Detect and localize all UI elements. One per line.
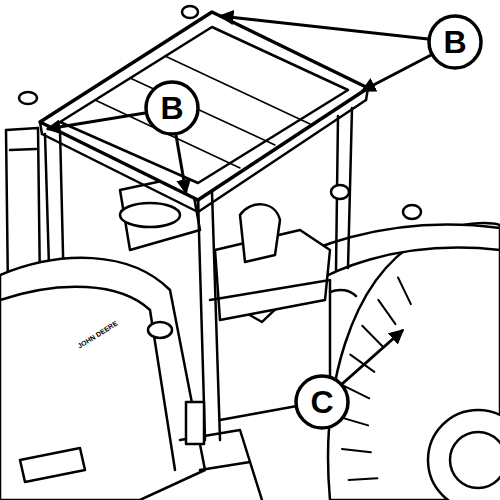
callout-circle bbox=[296, 376, 348, 428]
leader-line bbox=[176, 135, 186, 193]
tire-lug bbox=[349, 478, 378, 480]
leader-line bbox=[362, 55, 431, 91]
tire-lug bbox=[378, 300, 395, 324]
leader-line bbox=[342, 330, 403, 384]
hood bbox=[0, 258, 205, 500]
leader-line bbox=[220, 16, 428, 39]
fill-cap bbox=[148, 322, 172, 338]
step-post bbox=[186, 402, 204, 444]
roof-panel bbox=[95, 56, 310, 168]
wheel-hub bbox=[450, 432, 500, 488]
work-light bbox=[331, 185, 349, 199]
tire-lug bbox=[342, 449, 371, 452]
leader-line bbox=[47, 113, 145, 129]
roof-inner bbox=[60, 27, 348, 183]
work-light bbox=[19, 92, 37, 104]
tire-lug bbox=[398, 277, 411, 304]
steering-wheel bbox=[120, 203, 180, 227]
fender-light bbox=[330, 290, 356, 296]
seat bbox=[240, 204, 280, 262]
grille-vent bbox=[20, 448, 85, 482]
roof-rim bbox=[40, 122, 42, 134]
roof-rim bbox=[42, 100, 366, 212]
callout-letter: C bbox=[300, 382, 344, 422]
callout-circle bbox=[146, 82, 198, 134]
tire-lug bbox=[362, 326, 383, 347]
callout-letter: B bbox=[433, 22, 477, 62]
callout-letter: B bbox=[150, 88, 194, 128]
cab-roof bbox=[40, 12, 368, 200]
hood-edge bbox=[0, 287, 175, 470]
stack-ring bbox=[10, 149, 36, 150]
work-light bbox=[403, 205, 421, 219]
callout-circle bbox=[429, 16, 481, 68]
wheel-rim bbox=[428, 410, 500, 500]
work-light bbox=[182, 6, 198, 18]
